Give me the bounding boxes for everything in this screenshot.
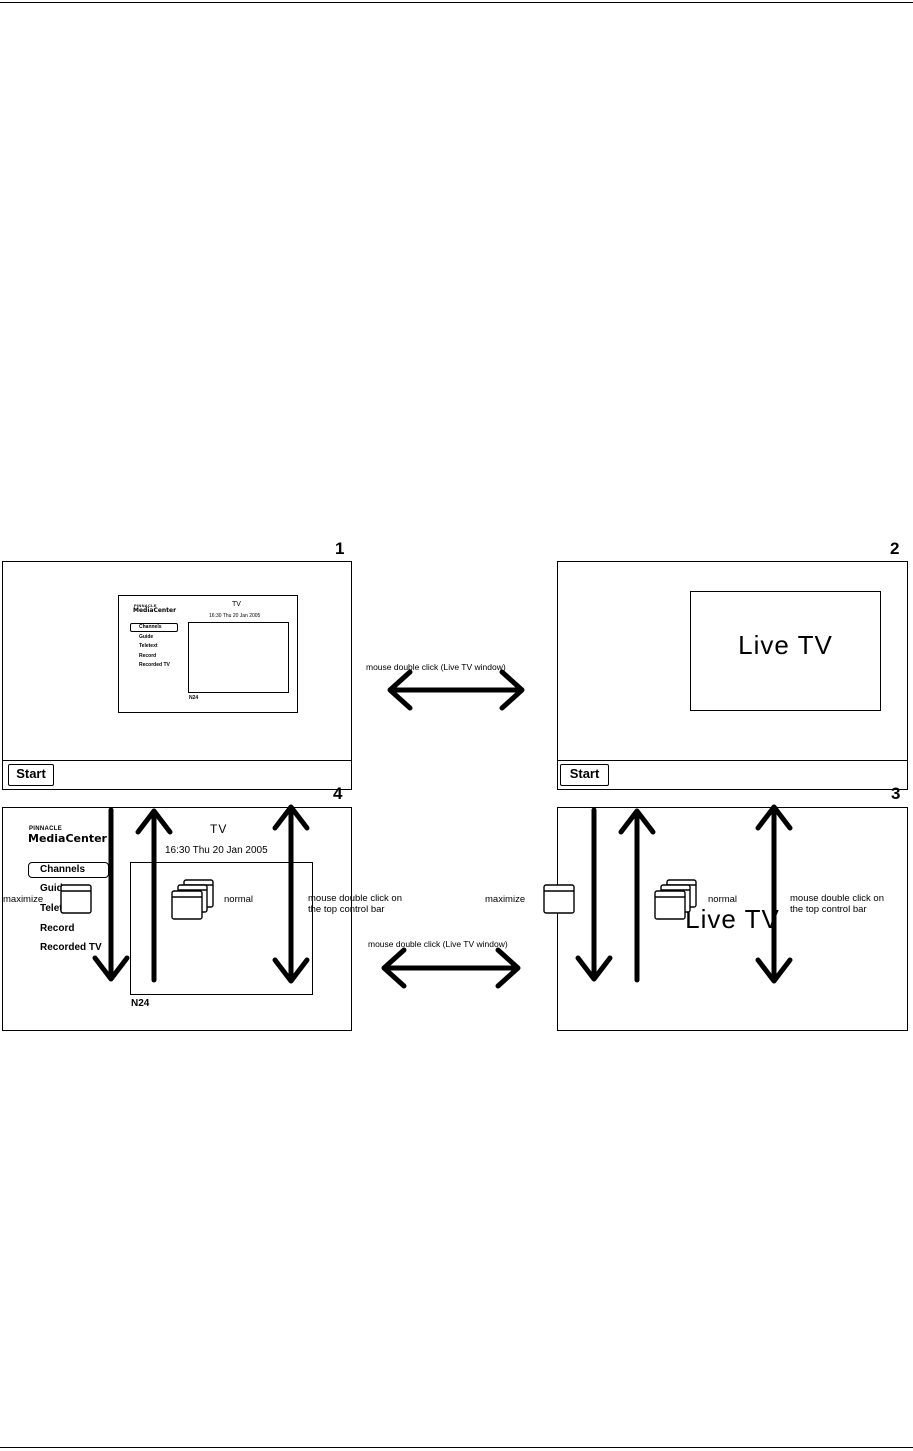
screen-4-brand: MediaCenter <box>28 832 107 845</box>
maximize-label-left: maximize <box>3 894 44 905</box>
screen-4-menu-item[interactable]: Channels <box>40 864 86 875</box>
screen-1-taskbar <box>2 760 352 790</box>
screen-1-title: TV <box>232 601 241 608</box>
double-arrow-vertical-left <box>272 804 310 984</box>
maximize-label-right: maximize <box>485 894 526 905</box>
maximize-window-icon <box>60 884 92 914</box>
screen-3-number: 3 <box>891 784 901 803</box>
screen-1-menu-item[interactable]: Record <box>139 653 157 659</box>
double-arrow-1-2 <box>387 669 525 711</box>
screen-4-title: TV <box>210 822 228 836</box>
restore-window-icon <box>654 879 697 920</box>
top-rule <box>0 2 913 3</box>
down-arrow-right <box>575 807 613 982</box>
screen-2-live-tv-label: Live TV <box>738 630 833 660</box>
maximize-window-icon <box>543 884 575 914</box>
screen-1-datetime: 16:30 Thu 20 Jan 2005 <box>209 613 261 619</box>
screen-4-datetime: 16:30 Thu 20 Jan 2005 <box>165 845 268 856</box>
screen-2-taskbar <box>557 760 908 790</box>
up-arrow-left <box>135 808 173 983</box>
screen-1-menu-item[interactable]: Guide <box>139 634 154 640</box>
screen-1-number: 1 <box>335 539 345 558</box>
screen-4-menu-item[interactable]: Recorded TV <box>40 942 102 953</box>
screen-2-live-tv-window[interactable] <box>690 591 881 711</box>
screen-1-menu-item[interactable]: Channels <box>139 624 162 630</box>
screen-4-menu-item[interactable]: Teletext <box>40 903 78 914</box>
screen-1-channel: N24 <box>189 695 199 701</box>
top-bar-label-right-2: the top control bar <box>790 904 867 915</box>
screen-4-number: 4 <box>333 784 343 803</box>
restore-window-icon <box>171 879 214 920</box>
double-click-live-tv-label-bottom: mouse double click (Live TV window) <box>368 939 508 949</box>
normal-label-right: normal <box>708 894 738 905</box>
screen-1-menu-item[interactable]: Recorded TV <box>139 662 170 668</box>
double-arrow-vertical-right <box>755 804 793 984</box>
screen-3[interactable] <box>557 807 908 1031</box>
screen-1-brand-top: PINNACLE <box>134 603 157 608</box>
top-bar-label-right-1: mouse double click on <box>790 893 884 904</box>
screen-4-brand-top: PINNACLE <box>29 826 63 832</box>
screen-1-start-button[interactable]: Start <box>8 764 54 786</box>
screen-3-live-tv-label: Live TV <box>685 904 780 934</box>
bottom-rule <box>0 1447 913 1448</box>
top-bar-label-left-2: the top control bar <box>308 904 385 915</box>
double-arrow-4-3 <box>381 947 521 989</box>
screen-4-channel: N24 <box>131 998 150 1009</box>
screen-4-menu-item[interactable]: Guide <box>40 883 69 894</box>
screen-1-menu-item[interactable]: Teletext <box>139 643 158 649</box>
up-arrow-right <box>618 808 656 983</box>
top-bar-label-left-1: mouse double click on <box>308 893 402 904</box>
screen-1-menu-selected <box>130 623 178 632</box>
screen-2-number: 2 <box>890 539 900 558</box>
down-arrow-left <box>92 807 130 982</box>
normal-label-left: normal <box>224 894 254 905</box>
screen-2-start-button[interactable]: Start <box>560 764 609 786</box>
double-click-live-tv-label-top: mouse double click (Live TV window) <box>366 662 506 672</box>
screen-4-menu-item[interactable]: Record <box>40 923 75 934</box>
screen-1-video-box[interactable] <box>188 622 289 693</box>
screen-1-brand: MediaCenter <box>133 607 177 614</box>
